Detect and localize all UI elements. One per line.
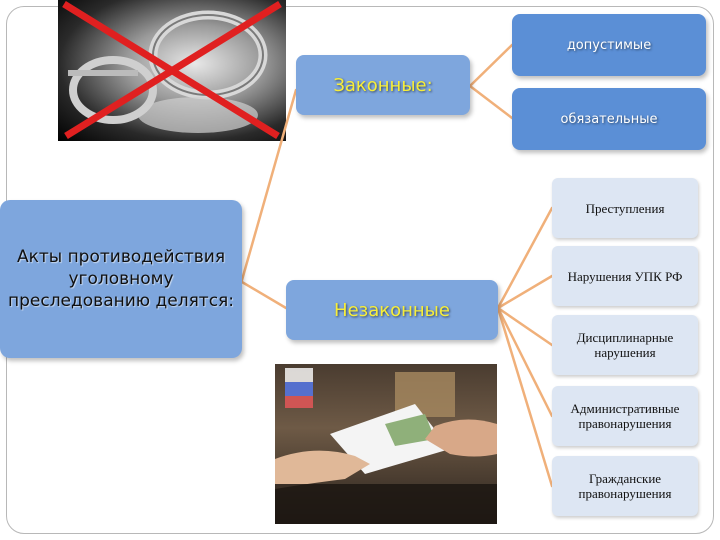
- legal-item-label: обязательные: [560, 111, 658, 127]
- illegal-label: Незаконные: [334, 299, 450, 321]
- legal-box: Законные:: [296, 55, 470, 115]
- illegal-item-administrative: Административные правонарушения: [552, 386, 698, 446]
- illegal-item-crimes: Преступления: [552, 178, 698, 238]
- legal-item-label: допустимые: [566, 37, 652, 53]
- illegal-item-civil: Гражданские правонарушения: [552, 456, 698, 516]
- illegal-item-label: Дисциплинарные нарушения: [576, 330, 674, 360]
- legal-item-admissible: допустимые: [512, 14, 706, 76]
- illegal-item-disciplinary: Дисциплинарные нарушения: [552, 315, 698, 375]
- cross-line-2: [64, 1, 282, 139]
- illegal-box: Незаконные: [286, 280, 498, 340]
- bribe-photo: [275, 364, 497, 524]
- illegal-item-label: Административные правонарушения: [570, 401, 680, 431]
- illegal-item-label: Преступления: [585, 200, 665, 216]
- legal-label: Законные:: [333, 74, 433, 96]
- root-box: Акты противодействия уголовному преследо…: [0, 200, 242, 358]
- illegal-item-upk-violations: Нарушения УПК РФ: [552, 246, 698, 306]
- root-label: Акты противодействия уголовному преследо…: [7, 247, 234, 311]
- legal-item-mandatory: обязательные: [512, 88, 706, 150]
- handcuffs-photo: [58, 0, 286, 141]
- illegal-item-label: Нарушения УПК РФ: [567, 268, 683, 284]
- illegal-item-label: Гражданские правонарушения: [578, 471, 672, 501]
